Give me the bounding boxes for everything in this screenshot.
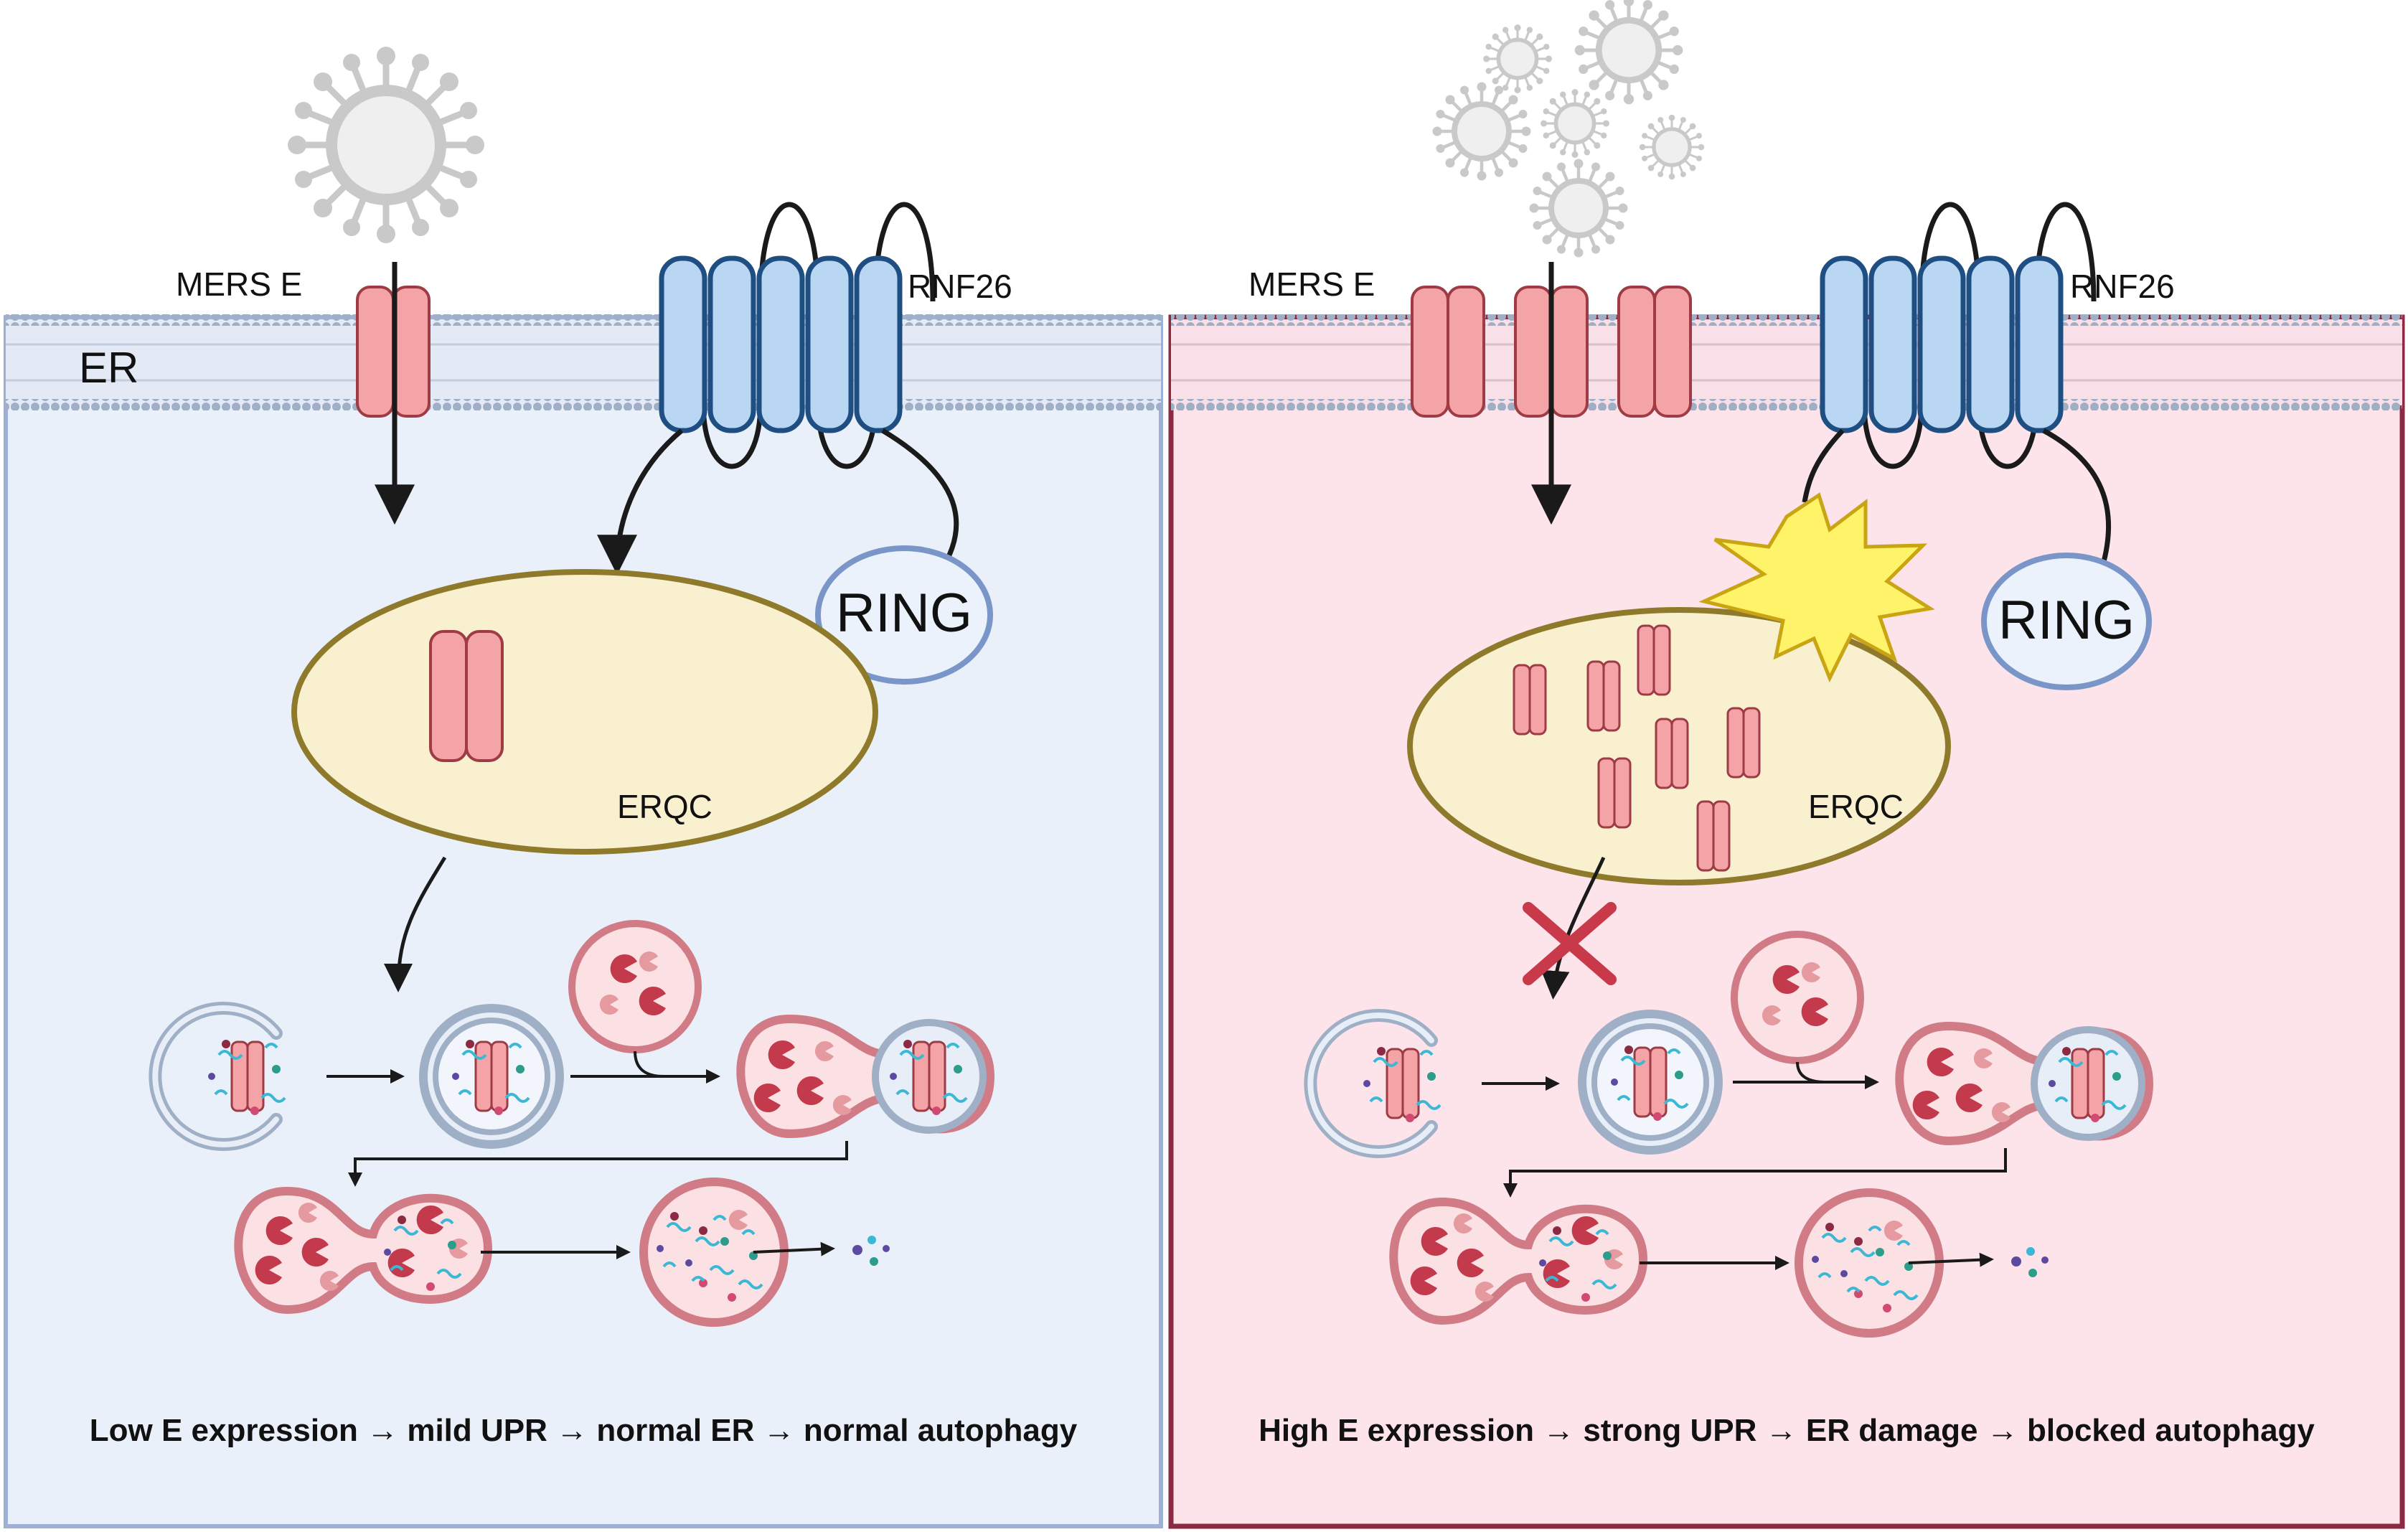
arrow-erqc-to-autophagy-left [384, 856, 447, 992]
autolysosome-fusion-left [736, 1014, 995, 1139]
lysosome-join-left [634, 1051, 664, 1078]
virus-icon [1530, 159, 1628, 258]
autophagosome-right [1578, 1010, 1723, 1155]
virus-icon [1433, 83, 1531, 181]
mers-e-in-erqc-right [1726, 707, 1761, 779]
mers-e-in-erqc-right [1637, 624, 1671, 696]
released-products-right [2011, 1247, 2049, 1277]
caption-left: Low E expression → mild UPR → normal ER … [90, 1413, 1078, 1448]
left-panel-background [4, 315, 1163, 1528]
lysosome-right [1731, 931, 1864, 1064]
arrow-row-return-left [348, 1141, 848, 1187]
ring-domain-left [815, 545, 993, 685]
phagophore-right [1304, 1009, 1441, 1158]
mers-e-in-erqc-right [1513, 664, 1547, 736]
erqc-compartment-left [291, 569, 878, 855]
right-panel: MERS E RNF26 RING ERQC [1168, 0, 2405, 1529]
virus-icon [1638, 113, 1706, 181]
ring-label-right: RING [1998, 590, 2135, 651]
virus-icon [1539, 88, 1611, 159]
mers-e-channel-right-1 [1411, 286, 1485, 418]
virus-icon [1575, 0, 1683, 104]
ring-label-left: RING [836, 583, 972, 644]
caption-right: High E expression → strong UPR → ER dama… [1259, 1413, 2315, 1448]
virus-cluster [1433, 0, 1706, 258]
mers-e-label-left: MERS E [176, 265, 302, 303]
virus-icon [1482, 23, 1553, 95]
ring-tether-right [2042, 428, 2112, 568]
erqc-label-right: ERQC [1808, 788, 1904, 825]
er-membrane-left [6, 314, 1161, 410]
er-membrane-right [1171, 314, 2402, 410]
autolysosome-left [234, 1186, 493, 1315]
autolysosome-fusion-right [1895, 1021, 2154, 1146]
rnf26-to-burst-line [1802, 428, 1845, 503]
phagophore-left [149, 1002, 286, 1151]
left-panel: ER MERS E RNF26 RING ERQC [4, 47, 1163, 1528]
mers-e-channel-right-3 [1617, 286, 1692, 418]
autophagosome-left [419, 1004, 564, 1149]
arrow-erqc-to-autophagy-right [1541, 856, 1606, 1000]
arrow-rnf26-to-erqc-left [597, 428, 684, 575]
mers-e-in-erqc-right [1655, 718, 1689, 789]
lysosome-left [568, 920, 702, 1053]
right-panel-background [1168, 314, 2405, 1529]
lysosome-join-right [1796, 1061, 1827, 1084]
ring-tether-left [881, 428, 959, 561]
arrow-row-return-right [1503, 1148, 2007, 1198]
ring-domain-right [1981, 553, 2152, 690]
mers-e-label-right: MERS E [1248, 265, 1375, 303]
erqc-label-left: ERQC [617, 788, 712, 825]
autolysosome-right [1389, 1197, 1648, 1325]
mers-e-in-erqc-right [1696, 800, 1731, 872]
starburst-icon [1698, 492, 1935, 683]
released-products-left [852, 1236, 890, 1266]
mers-e-in-erqc-left [429, 630, 504, 762]
er-label: ER [79, 344, 138, 392]
arrow-release-left [753, 1241, 835, 1256]
arrow-release-right [1908, 1252, 1994, 1267]
rnf26-label-right: RNF26 [2070, 268, 2175, 305]
virus-icon [288, 47, 484, 243]
x-mark-icon [1523, 902, 1617, 985]
rnf26-label-left: RNF26 [908, 268, 1012, 305]
mers-e-in-erqc-right [1586, 660, 1621, 732]
mers-e-in-erqc-right [1597, 757, 1632, 829]
